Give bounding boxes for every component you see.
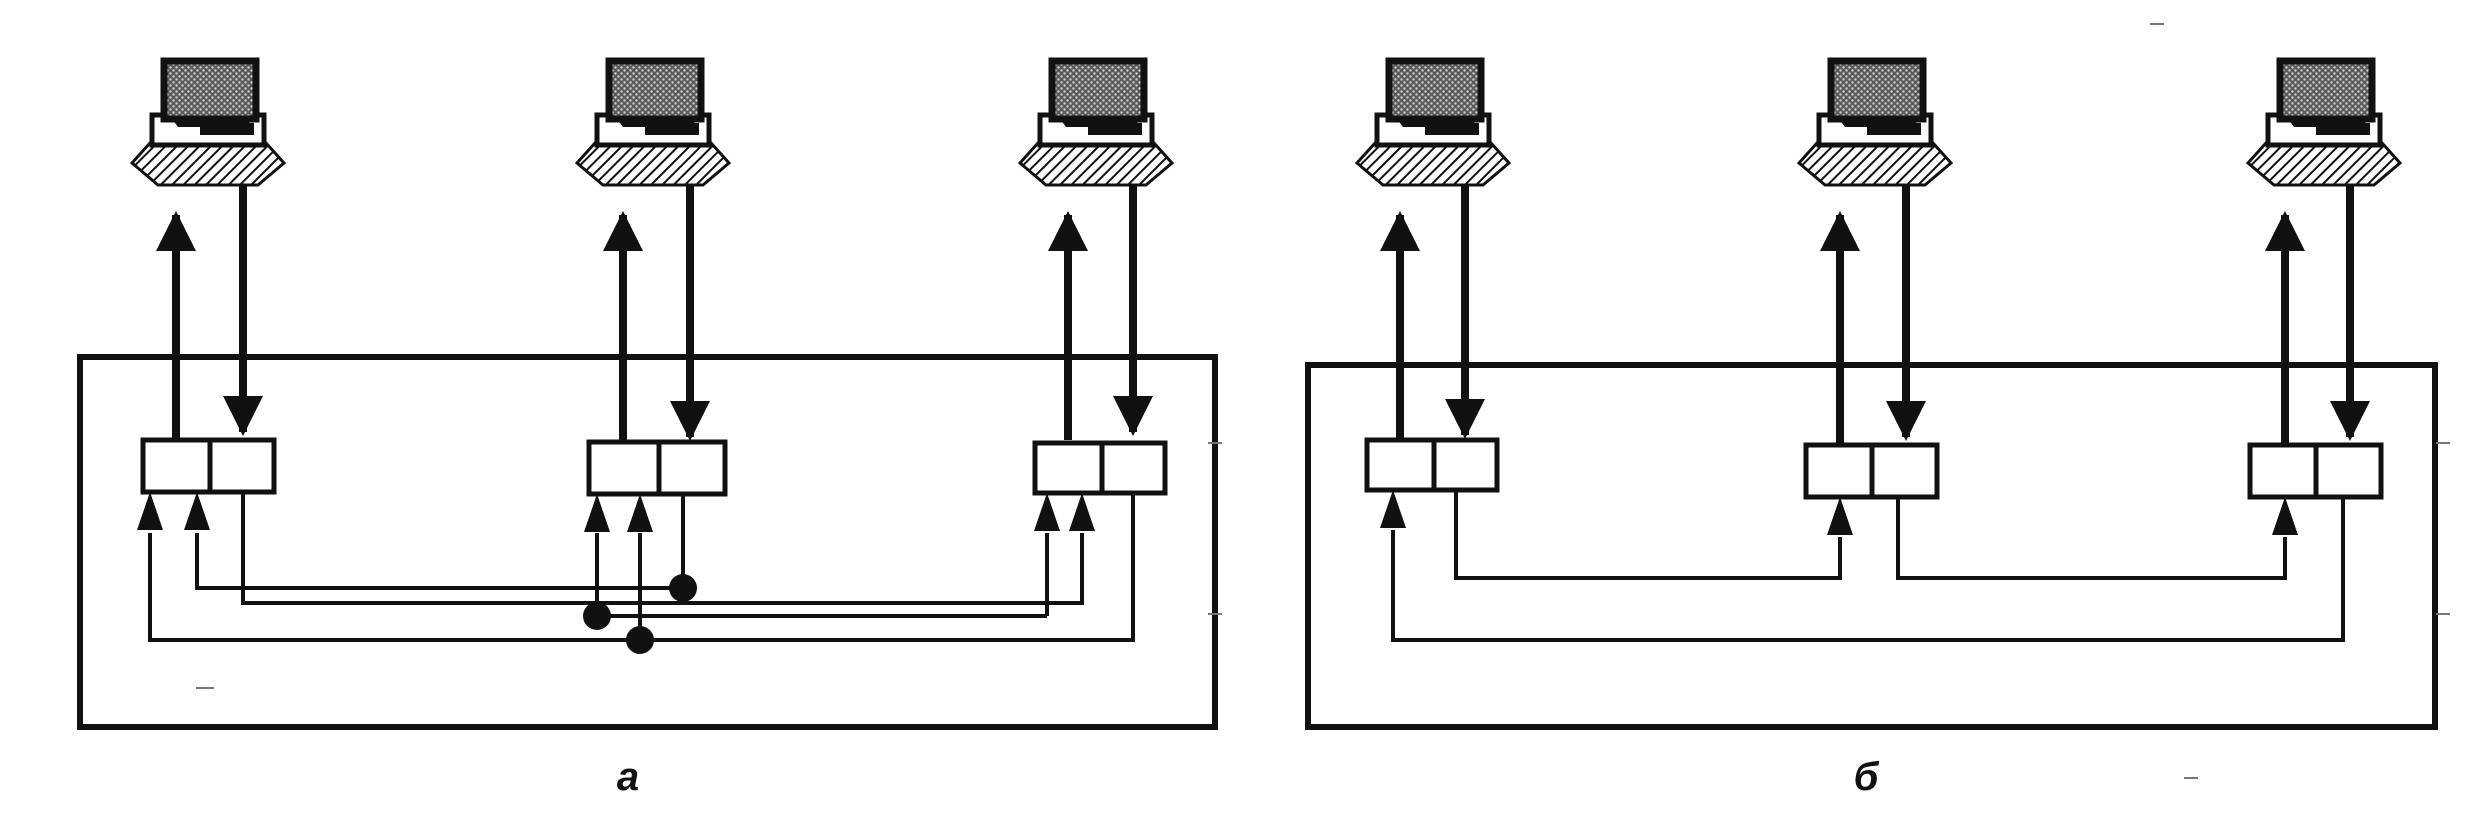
receive-port bbox=[140, 437, 213, 495]
desktop-computer-icon bbox=[577, 61, 729, 185]
desktop-computer-icon bbox=[2248, 61, 2400, 185]
receive-port bbox=[1364, 437, 1437, 493]
ring-line bbox=[1391, 497, 2345, 642]
transmit-port bbox=[1869, 442, 1940, 500]
scan-artifacts bbox=[196, 23, 2450, 779]
desktop-computer-icon bbox=[132, 61, 284, 185]
receive-port bbox=[2247, 442, 2319, 500]
receive-port bbox=[1803, 442, 1875, 500]
panel-a: а bbox=[77, 61, 1218, 799]
panel-b-frame bbox=[1305, 362, 2438, 730]
up-arrow bbox=[137, 492, 163, 530]
transmit-port bbox=[1099, 440, 1168, 496]
bus-junction-dot bbox=[626, 626, 654, 654]
caption-b: б bbox=[1854, 755, 1880, 799]
transmit-port bbox=[1431, 437, 1500, 493]
transmit-port bbox=[656, 439, 728, 497]
up-arrow bbox=[584, 494, 610, 532]
up-arrow bbox=[184, 492, 210, 530]
transmit-port bbox=[2313, 442, 2384, 500]
up-arrow bbox=[1827, 497, 1853, 535]
panel-b: б bbox=[1305, 61, 2438, 799]
up-arrow bbox=[627, 494, 653, 532]
up-arrow bbox=[2272, 497, 2298, 535]
transmit-port bbox=[207, 437, 277, 495]
bus-line bbox=[195, 492, 685, 590]
desktop-computer-icon bbox=[1357, 61, 1509, 185]
caption-a: а bbox=[617, 755, 639, 799]
bus-junction-dot bbox=[669, 574, 697, 602]
receive-port bbox=[1032, 440, 1105, 496]
bus-junction-dot bbox=[583, 602, 611, 630]
up-arrow bbox=[1034, 493, 1060, 531]
up-arrow bbox=[1069, 493, 1095, 531]
desktop-computer-icon bbox=[1799, 61, 1951, 185]
ring-line bbox=[1896, 497, 2287, 580]
up-arrow bbox=[1380, 490, 1406, 528]
receive-port bbox=[586, 439, 662, 497]
ring-line bbox=[1454, 490, 1842, 580]
desktop-computer-icon bbox=[1020, 61, 1172, 185]
bus-line bbox=[241, 492, 1084, 605]
panel-a-frame bbox=[77, 354, 1218, 730]
